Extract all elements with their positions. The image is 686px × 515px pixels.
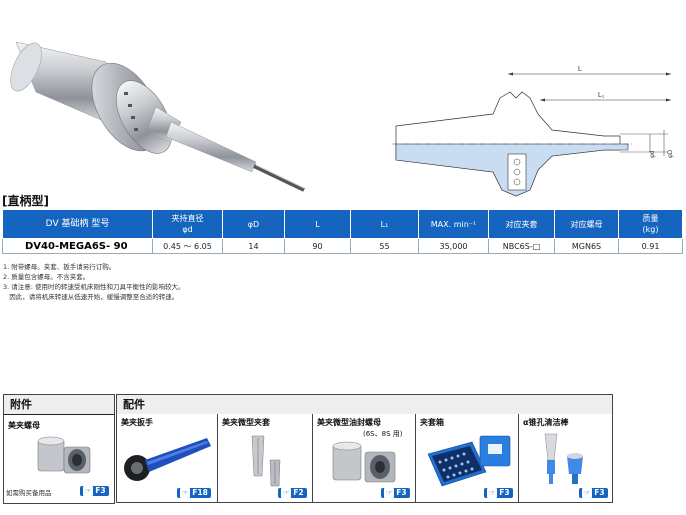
accessory-label: 美夹微型油封螺母	[317, 418, 381, 427]
pointer-icon: ☞	[384, 488, 395, 498]
oil-seal-nut-image	[332, 441, 396, 483]
table-row: DV40-MEGA6S- 90 0.45 〜 6.05 14 90 55 35,…	[2, 238, 683, 254]
taper-cleaner-image	[544, 433, 583, 484]
cell-mass: 0.91	[618, 238, 683, 254]
table-header-row: DV 基础柄 型号 夹持直径 φd φD L L₁ MAX. min⁻¹ 对应夹…	[2, 209, 683, 239]
collet-image	[251, 435, 281, 487]
section-title: [直柄型]	[2, 194, 49, 208]
ref-link-oil-seal-nut[interactable]: ☞F3	[381, 488, 410, 498]
accessory-label: 美夹微型夹套	[222, 418, 270, 427]
wrench-image	[124, 438, 211, 481]
accessory-card-collet-box[interactable]: 夹套箱 ☞F3	[415, 414, 519, 503]
col-header-phiD: φD	[222, 209, 285, 239]
ref-link-collet[interactable]: ☞F2	[278, 488, 307, 498]
header-text: DV 基础柄 型号	[45, 218, 110, 229]
dim-L: L	[578, 66, 582, 73]
col-header-clamp-diameter: 夹持直径 φd	[152, 209, 223, 239]
accessories-title: 配件	[117, 395, 612, 415]
header-text: φD	[247, 219, 260, 229]
header-text: 对应螺母	[570, 219, 603, 229]
ref-link-collet-box[interactable]: ☞F3	[484, 488, 513, 498]
note-line: 2. 质量包含螺母。不含夹套。	[3, 273, 90, 281]
pointer-icon: ☞	[281, 488, 292, 498]
cell-phiD: 14	[222, 238, 285, 254]
ref-text: F18	[192, 488, 208, 497]
cell-L: 90	[284, 238, 351, 254]
header-text: 对应夹套	[505, 219, 538, 229]
header-text: L	[315, 219, 320, 229]
lock-nut-image	[37, 436, 91, 474]
attachments-title: 附件	[4, 395, 114, 415]
accessory-card-collet[interactable]: 美夹微型夹套 ☞F2	[217, 414, 313, 503]
product-photo	[10, 41, 305, 192]
accessory-card-wrench[interactable]: 美夹扳手 ☞F18	[116, 414, 218, 503]
pointer-icon: ☞	[83, 486, 94, 496]
ref-text: F2	[293, 488, 304, 497]
ref-link-attachment[interactable]: ☞F3	[80, 486, 109, 496]
note-line: 因此，请将机床转速从低速开始，缓慢调整至合适的转速。	[3, 293, 179, 301]
attachment-note: 如需购买备用品	[6, 489, 52, 497]
note-line: 3. 请注意: 使用时的转速受机床刚性和刀具平衡性的影响较大。	[3, 283, 185, 291]
accessory-label: 夹套箱	[420, 418, 444, 427]
spec-table: DV 基础柄 型号 夹持直径 φd φD L L₁ MAX. min⁻¹ 对应夹…	[2, 209, 683, 254]
header-text: 夹持直径 φd	[171, 214, 204, 234]
dim-phid: φd	[650, 151, 656, 158]
col-header-collet: 对应夹套	[488, 209, 555, 239]
pointer-icon: ☞	[582, 488, 593, 498]
accessory-label: α锥孔清洁棒	[523, 418, 569, 427]
header-text: L₁	[380, 219, 389, 229]
accessory-sublabel: (6S、8S 用)	[363, 430, 403, 438]
col-header-nut: 对应螺母	[554, 209, 619, 239]
accessory-label: 美夹扳手	[121, 418, 153, 427]
accessory-card-oil-seal-nut[interactable]: 美夹微型油封螺母 (6S、8S 用) ☞F3	[312, 414, 416, 503]
ref-text: F3	[396, 488, 407, 497]
cell-L1: 55	[350, 238, 419, 254]
technical-drawing: L L₁ φd φD	[392, 66, 674, 197]
ref-link-wrench[interactable]: ☞F18	[177, 488, 211, 498]
header-text: MAX. min⁻¹	[430, 219, 477, 229]
ref-text: F3	[499, 488, 510, 497]
cell-clamp-diameter: 0.45 〜 6.05	[152, 238, 223, 254]
pointer-icon: ☞	[180, 488, 191, 498]
dim-L1: L₁	[598, 92, 605, 99]
ref-text: F3	[594, 488, 605, 497]
col-header-mass: 质量 (kg)	[618, 209, 683, 239]
note-line: 1. 附带螺母。夹套、扳手请另行订购。	[3, 263, 116, 271]
collet-box-image	[427, 435, 511, 487]
notes: 1. 附带螺母。夹套、扳手请另行订购。 2. 质量包含螺母。不含夹套。 3. 请…	[3, 262, 185, 302]
cell-collet: NBC6S-□	[488, 238, 555, 254]
cell-model: DV40-MEGA6S- 90	[2, 238, 153, 254]
cell-nut: MGN6S	[554, 238, 619, 254]
attachment-label: 美夹螺母	[8, 421, 40, 430]
cell-max-rpm: 35,000	[418, 238, 489, 254]
accessory-card-taper-cleaner[interactable]: α锥孔清洁棒 ☞F3	[518, 414, 613, 503]
header-text: 质量 (kg)	[642, 214, 659, 234]
accessories-panel: 配件	[116, 394, 613, 415]
ref-text: F3	[95, 486, 106, 495]
col-header-max-rpm: MAX. min⁻¹	[418, 209, 489, 239]
col-header-L: L	[284, 209, 351, 239]
ref-link-taper-cleaner[interactable]: ☞F3	[579, 488, 608, 498]
dim-phiD: φD	[668, 149, 674, 158]
col-header-L1: L₁	[350, 209, 419, 239]
attachments-panel: 附件 美夹螺母 如需购买备用品 ☞F3	[3, 394, 115, 504]
pointer-icon: ☞	[487, 488, 498, 498]
col-header-model: DV 基础柄 型号	[2, 209, 153, 239]
